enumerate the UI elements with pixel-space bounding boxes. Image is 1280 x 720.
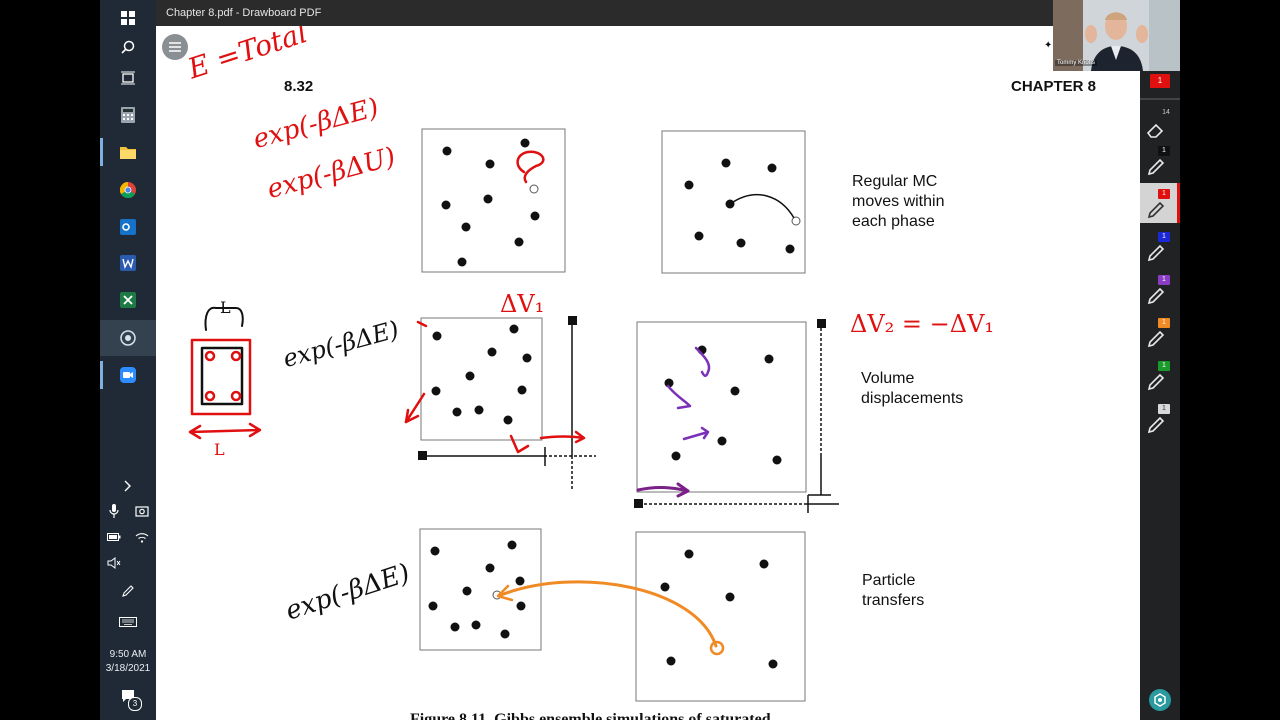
box-phase2-regular	[661, 130, 806, 274]
hamburger-menu-button[interactable]	[162, 34, 188, 60]
gibbs-ensemble-diagram	[418, 128, 839, 702]
notification-count-badge: 3	[128, 697, 142, 711]
ink-L-top: L	[220, 298, 231, 317]
webcam-overlay[interactable]: Tommy Knotts	[1053, 0, 1180, 71]
file-explorer-icon[interactable]	[100, 134, 156, 170]
excel-icon[interactable]	[100, 282, 156, 318]
notifications-icon[interactable]	[100, 678, 156, 714]
hexagon-icon	[1154, 693, 1166, 707]
sparkle-icon: ✦	[1044, 40, 1053, 51]
zoom-icon[interactable]	[100, 357, 156, 393]
ink-delta-v1: ΔV₁	[500, 290, 545, 318]
ink-L-bottom: L	[214, 440, 225, 459]
box-phase2-transfer	[635, 531, 806, 702]
pen-6-icon[interactable]	[1145, 371, 1167, 393]
label-volume-displacements: Volume displacements	[861, 370, 964, 407]
annotation-toolbar	[1140, 26, 1180, 720]
ink-annotations	[188, 150, 725, 656]
pen-input-icon[interactable]	[100, 573, 156, 609]
presenter-video	[1053, 0, 1180, 71]
pen-badge-5: 1	[1158, 318, 1170, 328]
page-number: 8.32	[284, 78, 314, 95]
battery-icon[interactable]	[100, 519, 128, 555]
pen-1-icon[interactable]	[1145, 156, 1167, 178]
pen-2-icon[interactable]	[1145, 199, 1167, 221]
task-view-icon[interactable]	[100, 60, 156, 96]
pen-4-icon[interactable]	[1145, 285, 1167, 307]
pdf-page[interactable]: 8.32 CHAPTER 8 Regular MC moves within e…	[156, 26, 1140, 720]
keyboard-icon[interactable]	[100, 604, 156, 640]
clock-time[interactable]: 9:50 AM	[109, 649, 147, 660]
pen-badge-3: 1	[1158, 232, 1170, 242]
volume-muted-icon[interactable]	[100, 545, 128, 581]
pen-badge-7: 1	[1158, 404, 1170, 414]
box-phase1-volume	[420, 317, 543, 441]
pen-badge-6: 1	[1158, 361, 1170, 371]
drawboard-home-button[interactable]	[1149, 689, 1171, 711]
pen-badge-4: 1	[1158, 275, 1170, 285]
window-titlebar[interactable]: Chapter 8.pdf - Drawboard PDF	[156, 0, 1140, 26]
ink-delta-v2: ΔV₂ = −ΔV₁	[850, 310, 995, 338]
search-icon[interactable]	[100, 29, 156, 65]
outlook-icon[interactable]	[100, 209, 156, 245]
pen-7-icon[interactable]	[1145, 414, 1167, 436]
pen-badge-1: 1	[1158, 146, 1170, 156]
hamburger-icon	[169, 42, 181, 52]
box-phase2-volume	[636, 321, 807, 493]
page-count-badge[interactable]: 1	[1150, 74, 1170, 88]
drawboard-pdf-icon[interactable]	[100, 320, 156, 356]
chapter-heading: CHAPTER 8	[1011, 78, 1097, 95]
pen-badge-2: 1	[1158, 189, 1170, 199]
clock-date[interactable]: 3/18/2021	[105, 663, 151, 674]
presenter-name: Tommy Knotts	[1055, 60, 1098, 66]
eraser-icon[interactable]	[1145, 118, 1167, 140]
word-icon[interactable]	[100, 245, 156, 281]
wifi-icon[interactable]	[128, 519, 156, 555]
window-title: Chapter 8.pdf - Drawboard PDF	[166, 7, 322, 19]
microphone-icon[interactable]	[100, 493, 128, 529]
windows-start-icon[interactable]	[100, 0, 156, 36]
box-phase1-transfer	[419, 528, 542, 651]
chevron-right-icon[interactable]	[100, 468, 156, 504]
label-regular-mc: Regular MC moves within each phase	[852, 173, 945, 230]
label-particle-transfers: Particle transfers	[862, 572, 925, 609]
eraser-badge: 14	[1162, 109, 1170, 116]
chrome-icon[interactable]	[100, 172, 156, 208]
camera-icon[interactable]	[128, 493, 156, 529]
figure-caption: Figure 8.11. Gibbs ensemble simulations …	[410, 711, 771, 720]
pen-5-icon[interactable]	[1145, 328, 1167, 350]
box-phase1-regular	[421, 128, 566, 273]
pen-3-icon[interactable]	[1145, 242, 1167, 264]
calculator-icon[interactable]	[100, 97, 156, 133]
taskbar	[100, 0, 156, 720]
